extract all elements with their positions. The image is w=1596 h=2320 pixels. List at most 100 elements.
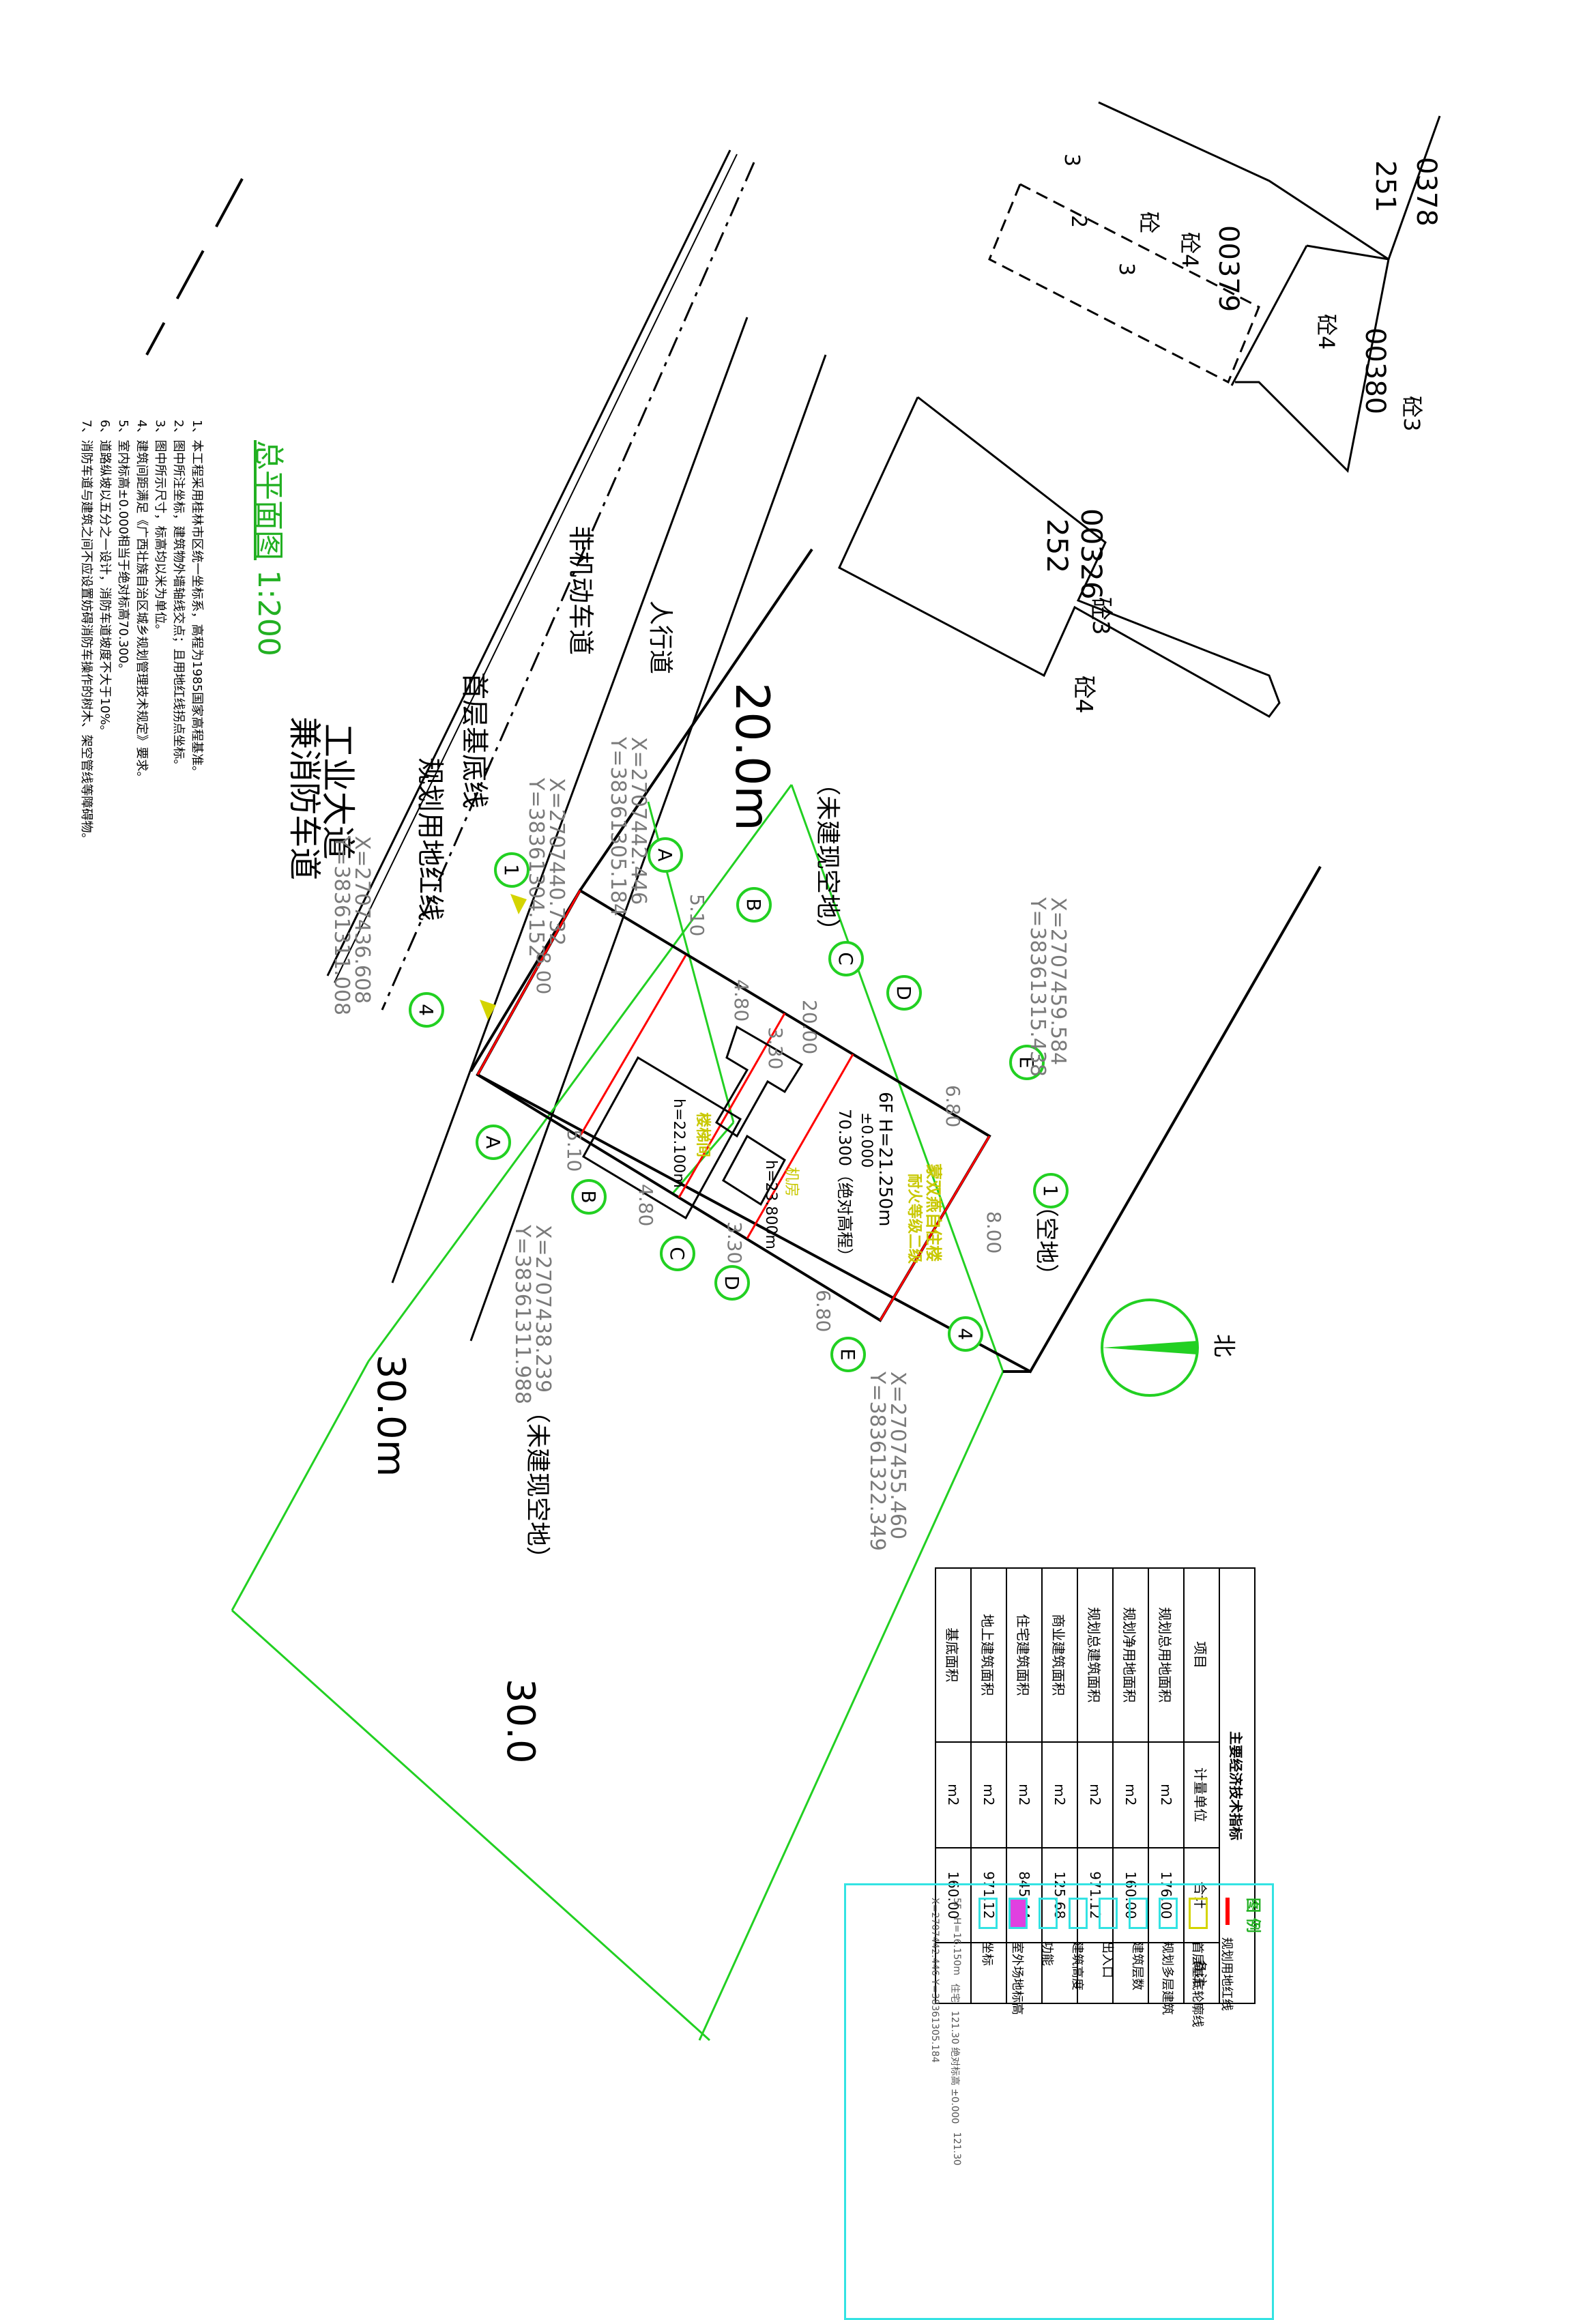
axis-bottom-D-circle bbox=[714, 1265, 750, 1301]
lot-00326-tag-1: 砼3 bbox=[1087, 597, 1114, 635]
elevation-zero: ±0.000 bbox=[858, 1112, 875, 1168]
fire-rating: 耐火等级二级 bbox=[905, 1174, 923, 1264]
axis-cross-3: 4 bbox=[954, 1328, 976, 1340]
lot-00326-num: 00326 bbox=[1075, 508, 1108, 600]
legend-label: 坐标 bbox=[980, 1941, 994, 1966]
axis-top-C-circle bbox=[828, 941, 864, 976]
table-cell: m2 bbox=[1042, 1741, 1077, 1848]
legend-sample: 5F bbox=[951, 1898, 962, 1909]
road-lines bbox=[145, 149, 827, 1342]
note-3: 3、图中所示尺寸，标高均以米为单位。 bbox=[153, 420, 167, 637]
axis-bottom-E-circle bbox=[830, 1337, 866, 1372]
axis-bottom-E: E bbox=[837, 1348, 859, 1361]
sidewalk-label: 人行道 bbox=[646, 600, 674, 675]
legend-item: 坐标 bbox=[978, 1898, 998, 2306]
table-cell: m2 bbox=[935, 1741, 971, 1848]
legend-swatch bbox=[1039, 1898, 1058, 1929]
legend-item: 室外场地标高 bbox=[1009, 1898, 1028, 2306]
legend-item: 规划多层建筑 bbox=[1159, 1898, 1178, 2306]
lot-00379-num: 00379 bbox=[1213, 225, 1244, 313]
non-motor-lane-label: 非机动车道 bbox=[566, 525, 596, 656]
legend-swatch bbox=[1069, 1898, 1088, 1929]
dim-top-2: 4.80 bbox=[730, 979, 753, 1022]
note-2: 2、图中所注坐标，建筑物外墙轴线交点；且用地红线拐点坐标。 bbox=[171, 420, 186, 772]
axis-cross-0: 1 bbox=[500, 864, 523, 876]
legend-sample: H=16.150m bbox=[951, 1917, 962, 1975]
coord-y-3: Y=38361311.008 bbox=[330, 836, 353, 1015]
lot-00379-tag-4: 2 bbox=[1067, 215, 1090, 229]
dim-bottom-3: 3.30 bbox=[723, 1221, 746, 1264]
building-name: 蒙双燕自住楼 bbox=[924, 1163, 943, 1262]
coord-y-4: Y=38361315.438 bbox=[1026, 897, 1049, 1077]
lot-00380-tag-2: 砼3 bbox=[1399, 396, 1425, 432]
dim-top-1: 5.10 bbox=[686, 894, 708, 937]
coord-y-1: Y=38361305.184 bbox=[606, 737, 630, 916]
legend-sample: 住宅 bbox=[949, 1983, 960, 2003]
table-cell: 商业建筑面积 bbox=[1042, 1568, 1077, 1742]
note-1: 1、本工程采用桂林市区统一坐标系，高程为1985国家高程基准。 bbox=[190, 420, 204, 779]
coord-x-1: X=2707442.446 bbox=[626, 737, 650, 905]
vacant-right-label: （空地） bbox=[1032, 1194, 1060, 1287]
axis-top-D: D bbox=[893, 985, 915, 1000]
legend-item: 首层基底轮廓线 bbox=[1189, 1898, 1208, 2306]
title-scale: 1:200 bbox=[251, 570, 286, 656]
coord-y-5: Y=38361311.988 bbox=[510, 1225, 534, 1404]
legend-item: 建筑层数 bbox=[1129, 1898, 1148, 2306]
legend-sample: X=2707442.446 Y=38361305.184 bbox=[929, 1898, 940, 2063]
coord-x-5: X=2707438.239 bbox=[531, 1225, 555, 1393]
legend-label: 功能 bbox=[1040, 1941, 1054, 1966]
legend-items: 规划用地红线首层基底轮廓线规划多层建筑建筑层数出入口建筑高度功能室外场地标高坐标… bbox=[929, 1898, 1236, 2306]
lot-00379-tag-5: 3 bbox=[1060, 154, 1084, 167]
neighbour-lots bbox=[838, 101, 1441, 718]
legend-swatch bbox=[1009, 1898, 1028, 1929]
note-7: 7、消防车道与建筑之间不应设置妨碍消防车操作的树木、架空管线等障碍物。 bbox=[79, 420, 93, 845]
axis-bottom-A: A bbox=[482, 1135, 504, 1148]
north-arrow bbox=[1101, 1299, 1199, 1397]
legend-label: 规划用地红线 bbox=[1219, 1937, 1234, 2011]
legend-item: 功能 bbox=[1039, 1898, 1058, 2306]
h2-label: h=23.800m bbox=[762, 1160, 779, 1249]
lot-00380-num: 00380 bbox=[1359, 328, 1391, 415]
dim-top-5: 20.00 bbox=[798, 1000, 821, 1055]
axis-bottom-B: B bbox=[577, 1190, 600, 1203]
axis-top-B-circle bbox=[736, 887, 772, 923]
table-cell: m2 bbox=[1148, 1741, 1184, 1848]
legend-item: 建筑高度 bbox=[1069, 1898, 1088, 2306]
legend-swatch bbox=[1225, 1898, 1230, 1925]
grid-red-lines bbox=[476, 890, 991, 1321]
stair-label: 楼梯间 bbox=[694, 1112, 711, 1158]
lot-00379-tag-2: 砼 bbox=[1136, 212, 1162, 234]
axis-top-C: C bbox=[835, 952, 857, 966]
legend-label: 首层基底轮廓线 bbox=[1190, 1941, 1204, 2027]
legend-swatch bbox=[978, 1898, 998, 1929]
lot-00379-tag-3: 3 bbox=[1114, 263, 1138, 276]
legend-swatch bbox=[1099, 1898, 1118, 1929]
axis-bottom-A-circle bbox=[476, 1125, 511, 1160]
table-header-cell: 计量单位 bbox=[1184, 1741, 1219, 1848]
legend-item: 规划用地红线 bbox=[1219, 1898, 1236, 2306]
title-main: 总平面图 bbox=[251, 440, 286, 560]
vacant-bottom-label: （未建现空地） bbox=[523, 1399, 551, 1571]
elevation-abs: 70.300（绝对高程） bbox=[835, 1109, 854, 1264]
dim-side-2: 8.00 bbox=[983, 1211, 1005, 1254]
legend-wrap: 图 例 规划用地红线首层基底轮廓线规划多层建筑建筑层数出入口建筑高度功能室外场地… bbox=[844, 1883, 1274, 2320]
axis-top-B: B bbox=[742, 898, 765, 911]
dim-bottom-1: 5.10 bbox=[563, 1129, 585, 1172]
coord-x-4: X=2707459.584 bbox=[1046, 897, 1070, 1066]
legend-title: 图 例 bbox=[1244, 1898, 1261, 1933]
legend-sample: 121.30 绝对标高 ±0.000 bbox=[949, 2010, 960, 2124]
north-label: 北 bbox=[1210, 1334, 1237, 1357]
coord-x-2: X=2707440.732 bbox=[545, 778, 568, 946]
table-cell: 规划总建筑面积 bbox=[1077, 1568, 1113, 1742]
table-header-cell: 项目 bbox=[1184, 1568, 1219, 1742]
height-label: 6F H=21.250m bbox=[875, 1092, 895, 1227]
drawing-title: 总平面图 1:200 bbox=[251, 440, 286, 656]
table-cell: 基底面积 bbox=[935, 1568, 971, 1742]
table-cell: m2 bbox=[1006, 1741, 1042, 1848]
note-5: 5、室内标高±0.000相当于绝对标高70.300。 bbox=[116, 420, 130, 676]
axis-bottom-B-circle bbox=[571, 1179, 607, 1215]
table-cell: m2 bbox=[1077, 1741, 1113, 1848]
